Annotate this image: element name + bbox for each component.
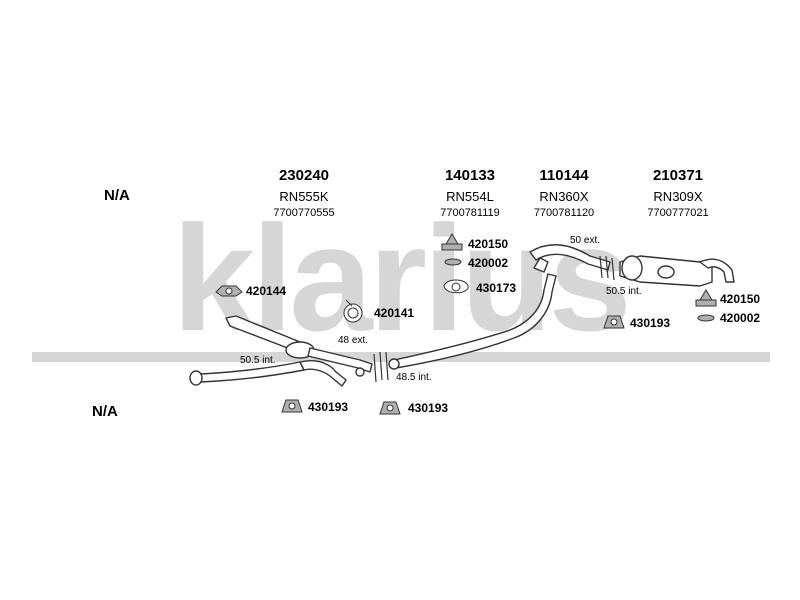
gasket-430173-icon	[443, 279, 469, 294]
nut-420002-mid-icon	[444, 258, 462, 266]
watermark-underline	[32, 352, 770, 362]
code-col-1: RN555K	[279, 189, 329, 204]
ring-420141-icon	[343, 299, 363, 323]
part-label-420002-right: 420002	[720, 311, 761, 325]
measurement-50-5-int-left: 50.5 int.	[240, 355, 276, 366]
code-col-2: RN554L	[446, 189, 494, 204]
oem-col-1: 7700770555	[273, 207, 335, 219]
measurement-48-ext: 48 ext.	[338, 335, 369, 346]
oem-col-2: 7700781119	[440, 207, 500, 219]
rear-silencer	[619, 255, 735, 287]
part-label-430193-right: 430193	[630, 316, 671, 330]
part-label-430193-left: 430193	[308, 400, 349, 414]
front-pipe	[189, 360, 347, 387]
part-label-420150-mid: 420150	[468, 237, 509, 251]
oem-col-4: 7700777021	[647, 207, 709, 219]
code-col-4: RN309X	[653, 189, 703, 204]
rubber-420150-right-icon	[695, 289, 717, 307]
bracket-430193-mid-icon	[379, 401, 401, 415]
part-number-col-1: 230240	[278, 167, 330, 184]
intermediate-pipe	[388, 257, 557, 370]
centre-pipe	[529, 244, 611, 271]
oem-col-3: 7700781120	[533, 207, 595, 219]
bracket-430193-right-icon	[603, 315, 625, 329]
code-col-3: RN360X	[539, 189, 589, 204]
part-label-420002-mid: 420002	[468, 256, 509, 270]
part-label-430173: 430173	[476, 281, 517, 295]
front-silencer	[225, 315, 373, 377]
na-label-bottom: N/A	[92, 403, 118, 420]
part-number-col-2: 140133	[444, 167, 496, 184]
na-label-top: N/A	[104, 187, 130, 204]
bracket-430193-left-icon	[281, 399, 303, 413]
joint-front	[373, 351, 389, 383]
measurement-50-ext: 50 ext.	[570, 235, 601, 246]
nut-420002-right-icon	[697, 314, 715, 322]
part-number-col-4: 210371	[652, 167, 704, 184]
part-label-420141: 420141	[374, 306, 415, 320]
rubber-420150-mid-icon	[441, 233, 463, 251]
measurement-50-5-int-right: 50.5 int.	[606, 286, 642, 297]
hanger-420144-icon	[215, 285, 243, 297]
part-label-420150-right: 420150	[720, 292, 761, 306]
part-label-420144: 420144	[246, 284, 287, 298]
part-number-col-3: 110144	[539, 167, 589, 184]
part-label-430193-mid: 430193	[408, 401, 449, 415]
joint-rear	[599, 255, 615, 281]
measurement-48-5-int: 48.5 int.	[396, 372, 432, 383]
